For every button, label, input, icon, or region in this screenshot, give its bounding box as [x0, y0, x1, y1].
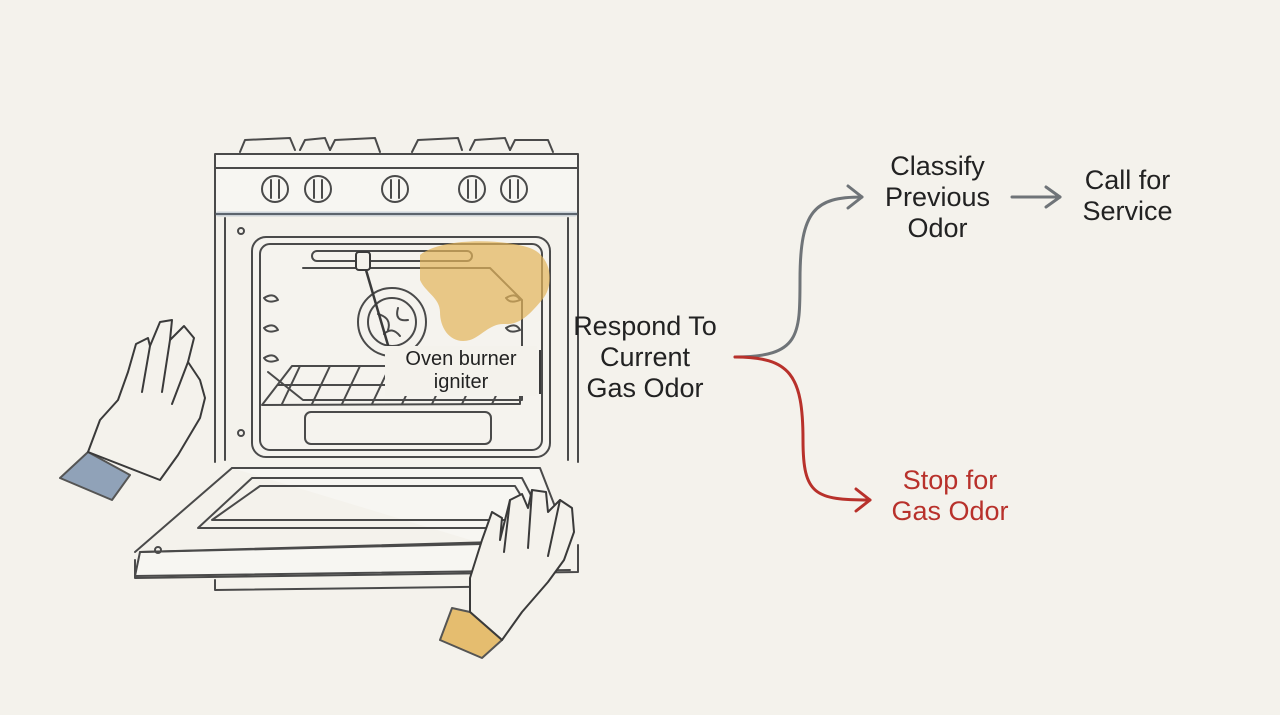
- node-classify-line1: Classify: [890, 151, 985, 181]
- knob-row: [261, 175, 528, 203]
- node-stop-line1: Stop for: [902, 465, 998, 495]
- node-respond-line3: Gas Odor: [586, 373, 704, 404]
- igniter-callout-line2: igniter: [433, 371, 489, 393]
- arrow-to-stop: [733, 355, 872, 502]
- node-respond-line2: Current: [599, 342, 691, 373]
- arrow-to-classify: [733, 195, 864, 359]
- arrowhead-stop: [854, 487, 872, 513]
- node-classify-previous-odor: Classify Previous Odor: [860, 151, 1015, 244]
- hand-icon: [439, 489, 575, 659]
- node-respond-line1: Respond To: [573, 311, 717, 341]
- node-call-for-service: Call for Service: [1055, 165, 1200, 227]
- node-call-line1: Call for: [1084, 165, 1171, 195]
- hand-icon: [59, 319, 206, 501]
- node-classify-line2: Previous: [884, 182, 991, 213]
- igniter-callout-label: Oven burner igniter: [385, 346, 537, 396]
- node-stop-line2: Gas Odor: [891, 496, 1009, 527]
- igniter-icon: [355, 251, 541, 394]
- arrowhead-call: [1044, 185, 1062, 209]
- node-call-line2: Service: [1082, 196, 1173, 227]
- igniter-callout-line1: Oven burner: [405, 348, 517, 370]
- arrowhead-classify: [846, 184, 864, 210]
- node-classify-line3: Odor: [907, 213, 968, 244]
- node-stop-for-gas-odor: Stop for Gas Odor: [870, 465, 1030, 527]
- grease-stain-icon: [420, 241, 550, 341]
- node-respond-current-gas-odor: Respond To Current Gas Odor: [555, 311, 735, 404]
